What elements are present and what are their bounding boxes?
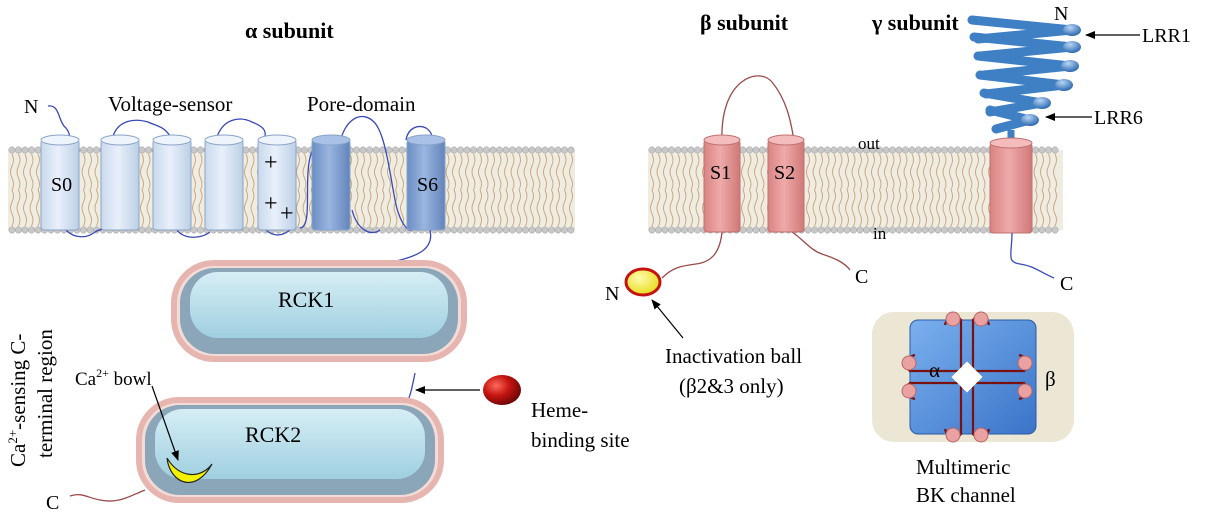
calcium-bowl-icon	[166, 457, 213, 483]
alpha-c-terminus: C	[46, 492, 59, 514]
gating-charge-plus-2: +	[264, 191, 278, 217]
lrr6-label: LRR6	[1094, 107, 1143, 129]
heme-icon	[483, 375, 521, 405]
rck2-label: RCK2	[245, 422, 301, 447]
beta-helix-s2	[767, 134, 805, 233]
alpha-n-terminus: N	[24, 96, 38, 118]
gamma-c-terminus: C	[1060, 273, 1073, 295]
rck1-domain	[171, 260, 467, 362]
multimeric-beta-label: β	[1045, 367, 1056, 391]
rck2-domain	[136, 397, 444, 503]
alpha-subunit-title: α subunit	[245, 18, 334, 43]
multimeric-channel-inset	[872, 311, 1074, 443]
gamma-c-terminal-tail	[1010, 232, 1055, 279]
inactivation-label-line1: Inactivation ball	[665, 344, 802, 368]
helix-s5	[311, 134, 351, 231]
multimeric-label-line1: Multimeric	[916, 455, 1010, 479]
beta-subunit-arms	[901, 311, 1033, 443]
gamma-n-terminus: N	[1054, 3, 1068, 25]
calcium-bowl-label: Ca2+ bowl	[75, 366, 152, 390]
gamma-subunit-title: γ subunit	[871, 10, 959, 35]
helix-s2	[152, 134, 192, 231]
helix-label-s1: S1	[710, 162, 731, 184]
lrr1-label: LRR1	[1142, 25, 1191, 47]
helix-label-s6: S6	[417, 174, 438, 196]
inactivation-ball-icon	[624, 267, 662, 297]
helix-label-s0: S0	[51, 174, 72, 196]
calcium-sensing-region-label-2: terminal region	[33, 329, 57, 458]
helix-label-s2: S2	[774, 162, 795, 184]
beta-helix-s1	[703, 134, 741, 233]
heme-label-line2: binding site	[531, 428, 630, 452]
helix-s1	[100, 134, 140, 231]
alpha-c-terminal-tail	[69, 489, 146, 502]
helix-s0	[40, 134, 80, 231]
helix-s3	[204, 134, 244, 231]
voltage-sensor-label: Voltage-sensor	[108, 92, 232, 116]
lrr-domain	[967, 15, 1081, 143]
intracellular-label: in	[873, 224, 887, 243]
svg-text:terminal region: terminal region	[33, 329, 57, 458]
inactivation-ball-arrow	[651, 299, 684, 339]
helix-s4	[257, 134, 297, 231]
beta-n-terminus: N	[605, 283, 619, 305]
heme-label-line1: Heme-	[531, 398, 588, 422]
svg-text:Ca2+-sensing C-: Ca2+-sensing C-	[5, 334, 30, 467]
beta-linkers	[661, 75, 851, 279]
pore-domain-label: Pore-domain	[307, 92, 416, 116]
gamma-helix	[989, 137, 1033, 234]
beta-c-terminus: C	[855, 266, 868, 288]
multimeric-alpha-label: α	[929, 358, 940, 382]
calcium-sensing-region-label: Ca2+-sensing C-	[5, 334, 30, 467]
central-pore	[951, 361, 983, 393]
inactivation-label-line2: (β2&3 only)	[679, 374, 784, 398]
multimeric-label-line2: BK channel	[916, 483, 1016, 507]
rck1-label: RCK1	[278, 287, 334, 312]
beta-subunit-title: β subunit	[700, 10, 789, 35]
gating-charge-plus-3: +	[280, 201, 294, 227]
calcium-bowl-arrow	[151, 385, 179, 461]
helix-s6	[406, 134, 446, 231]
alpha-helices	[40, 134, 446, 231]
gating-charge-plus-1: +	[264, 150, 278, 176]
extracellular-label: out	[858, 134, 880, 153]
